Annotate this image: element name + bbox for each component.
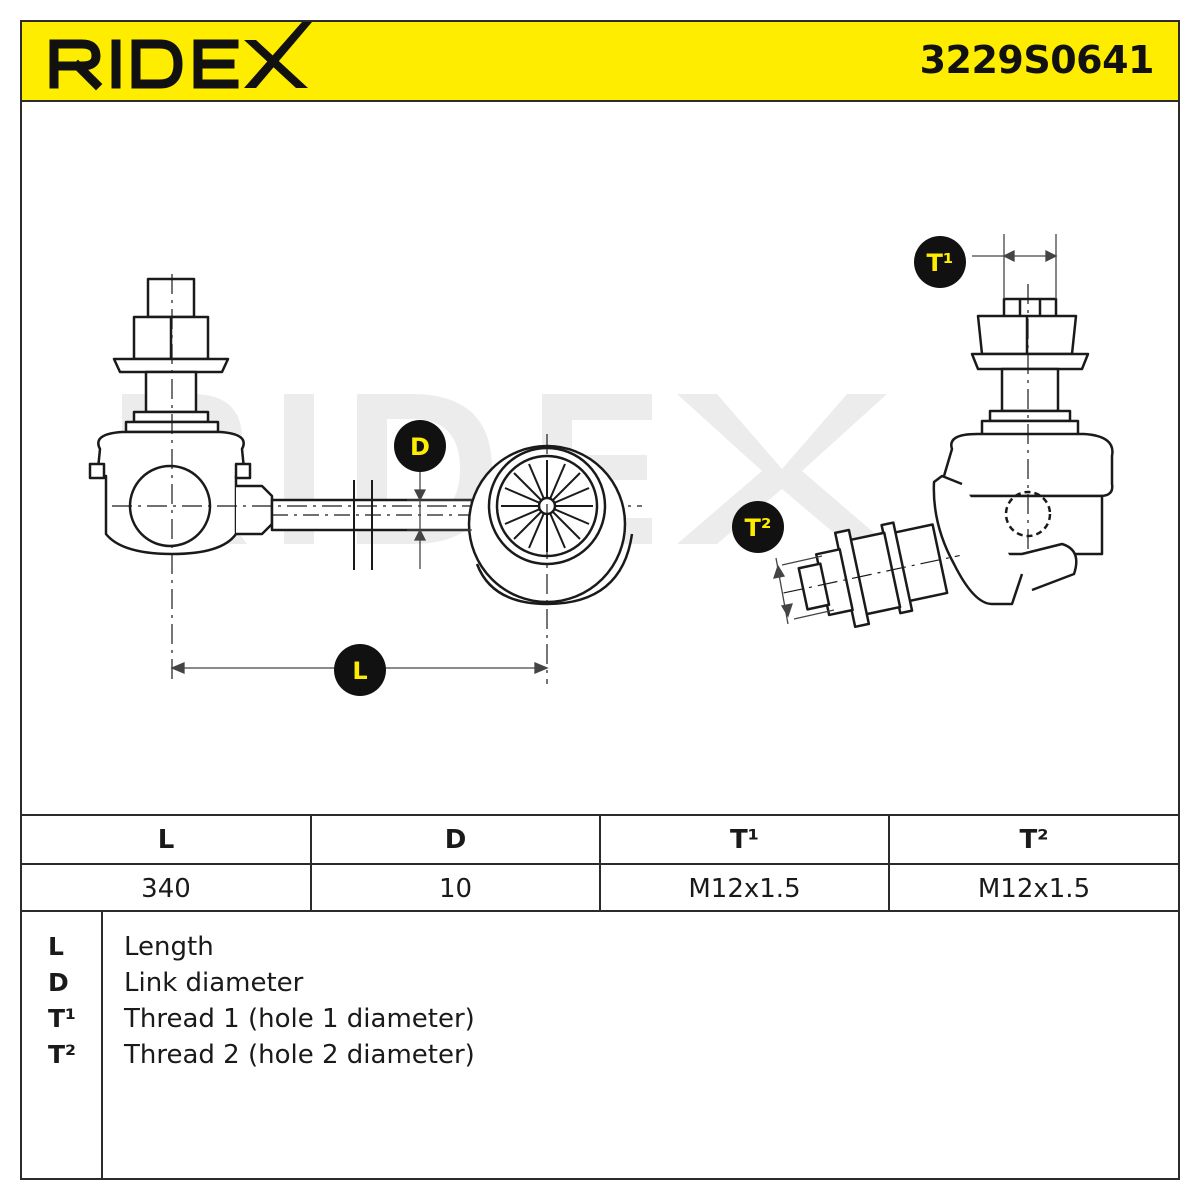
t1-marker: T¹ xyxy=(914,236,966,288)
d-marker-label: D xyxy=(410,433,430,461)
legend-row: L Length xyxy=(22,932,722,968)
legend-row: T² Thread 2 (hole 2 diameter) xyxy=(22,1040,722,1076)
specs-table: L D T¹ T² 340 10 M12x1.5 M12x1.5 xyxy=(22,814,1178,912)
spec-header-t1: T¹ xyxy=(600,816,890,865)
spec-value-t1: M12x1.5 xyxy=(600,864,890,912)
legend: L Length D Link diameter T¹ Thread 1 (ho… xyxy=(22,912,1178,1178)
document-frame: 3229S0641 xyxy=(20,20,1180,1180)
d-marker: D xyxy=(394,420,446,472)
dimension-t2 xyxy=(773,555,835,625)
spec-header-l: L xyxy=(22,816,312,865)
legend-key: T¹ xyxy=(48,1004,77,1033)
legend-text: Thread 2 (hole 2 diameter) xyxy=(124,1040,475,1070)
part-number: 3229S0641 xyxy=(919,38,1155,82)
left-view xyxy=(88,274,642,684)
t2-marker: T² xyxy=(732,501,784,553)
spec-value-t2: M12x1.5 xyxy=(977,873,1091,904)
l-marker: L xyxy=(334,644,386,696)
legend-text: Thread 1 (hole 1 diameter) xyxy=(124,1004,475,1034)
legend-divider xyxy=(101,912,103,1178)
spec-header-d: D xyxy=(311,816,601,865)
technical-drawing: D L xyxy=(88,234,1114,696)
ridex-logo xyxy=(49,22,312,91)
dimension-d xyxy=(407,466,472,569)
l-marker-label: L xyxy=(352,657,367,685)
legend-key: T² xyxy=(48,1040,77,1069)
legend-row: D Link diameter xyxy=(22,968,722,1004)
legend-key: L xyxy=(48,932,64,961)
legend-key: D xyxy=(48,968,69,997)
dimension-t1 xyxy=(972,234,1058,299)
legend-text: Link diameter xyxy=(124,968,304,998)
t1-marker-label: T¹ xyxy=(927,249,954,277)
legend-text: Length xyxy=(124,932,214,962)
spec-value-l: 340 xyxy=(22,864,312,912)
right-view xyxy=(783,284,1114,629)
legend-row: T¹ Thread 1 (hole 1 diameter) xyxy=(22,1004,722,1040)
spec-value-d: 10 xyxy=(311,864,601,912)
spec-header-t2: T² xyxy=(889,816,1178,865)
t2-marker-label: T² xyxy=(745,514,772,542)
header-bar: 3229S0641 xyxy=(22,22,1178,102)
